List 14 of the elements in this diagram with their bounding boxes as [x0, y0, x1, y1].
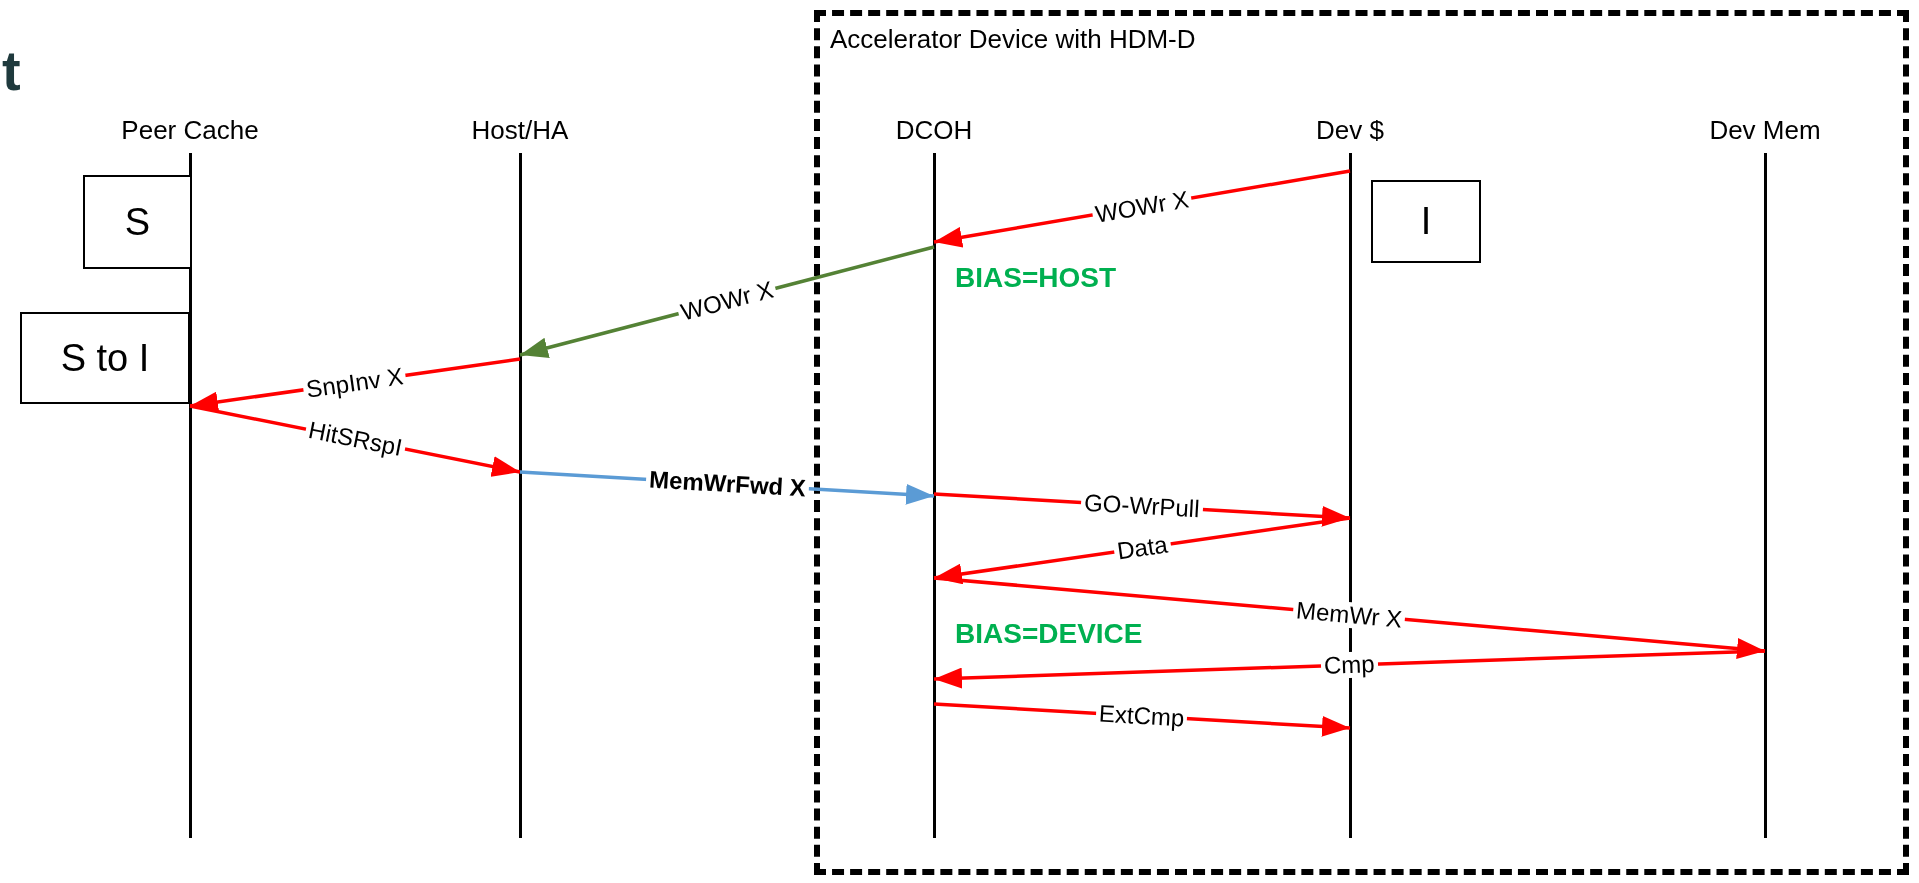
state-box: S to I — [20, 312, 190, 404]
bias-note: BIAS=HOST — [955, 262, 1117, 294]
title-fragment: t — [2, 38, 21, 103]
bias-note: BIAS=DEVICE — [955, 618, 1143, 650]
state-box: S — [83, 175, 192, 269]
lifeline-label: Peer Cache — [120, 115, 260, 146]
state-box: I — [1371, 180, 1481, 263]
lifeline-label: Dev Mem — [1708, 115, 1822, 146]
lifeline-label: Host/HA — [470, 115, 570, 146]
lifeline-label: DCOH — [894, 115, 974, 146]
group-title: Accelerator Device with HDM-D — [830, 24, 1196, 55]
edge-label: Cmp — [1320, 651, 1379, 679]
message-arrow — [933, 649, 1766, 689]
lifeline-label: Dev $ — [1315, 115, 1385, 146]
